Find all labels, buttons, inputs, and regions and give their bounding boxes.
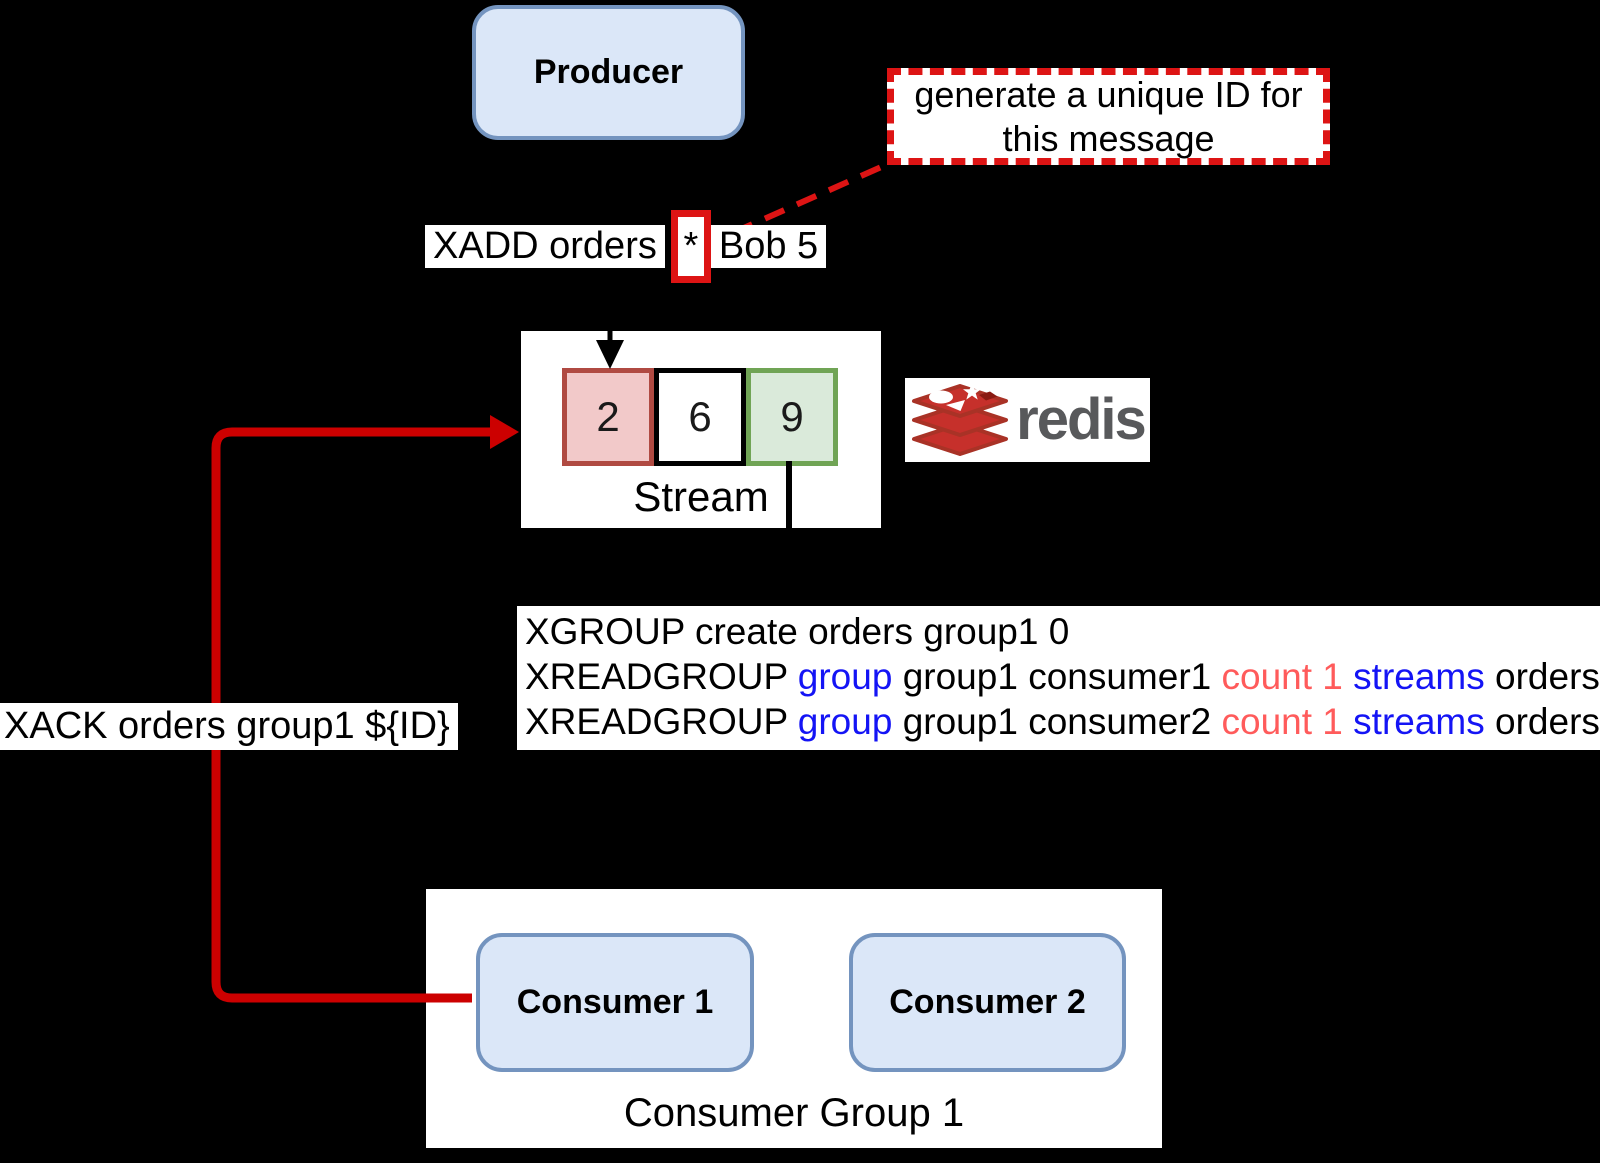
- xadd-command-prefix: XADD orders: [425, 225, 665, 268]
- producer-node: Producer: [472, 5, 745, 140]
- stream-entry-value: 6: [688, 393, 712, 440]
- redis-wordmark: redis: [1016, 387, 1147, 452]
- xack-command: XACK orders group1 ${ID}: [0, 703, 458, 750]
- stream-entry-value: 2: [596, 393, 620, 440]
- auto-id-star-highlight: *: [670, 210, 711, 283]
- consumer-1-node: Consumer 1: [476, 933, 754, 1072]
- stream-entry-2: 2: [562, 368, 654, 466]
- note-line-1: generate a unique ID for: [914, 73, 1303, 115]
- star-glyph: *: [683, 225, 699, 267]
- consumer-2-node: Consumer 2: [849, 933, 1126, 1072]
- stream-entry-value: 9: [780, 393, 804, 440]
- unique-id-note: generate a unique ID for this message: [887, 68, 1330, 165]
- xgroup-command: XGROUP create orders group1 0: [525, 611, 1070, 652]
- xadd-command: XADD orders * Bob 5: [425, 210, 827, 283]
- stream-label: Stream: [633, 473, 769, 520]
- stream-entry-6: 6: [654, 368, 746, 466]
- xadd-command-suffix: Bob 5: [710, 225, 827, 268]
- consumer-1-label: Consumer 1: [516, 983, 714, 1021]
- consumer-group-commands: XGROUP create orders group1 0 XREADGROUP…: [517, 606, 1600, 750]
- consumer-group-label: Consumer Group 1: [623, 1091, 965, 1135]
- note-line-2: this message: [1002, 117, 1215, 159]
- consumer-group-box: Consumer 1 Consumer 2 Consumer Group 1: [422, 885, 1166, 1152]
- producer-label: Producer: [533, 53, 684, 91]
- consumer-2-label: Consumer 2: [889, 983, 1086, 1021]
- redis-icon: [912, 383, 1009, 456]
- redis-logo: redis: [905, 378, 1150, 462]
- xack-command-text: XACK orders group1 ${ID}: [4, 705, 450, 747]
- stream-entries: 2 6 9: [562, 368, 838, 466]
- xreadgroup-consumer2-command: XREADGROUP group group1 consumer2 count …: [525, 701, 1600, 742]
- stream-container: 2 6 9 Stream: [517, 327, 885, 532]
- stream-entry-9: 9: [746, 368, 838, 466]
- xreadgroup-consumer1-command: XREADGROUP group group1 consumer1 count …: [525, 656, 1600, 697]
